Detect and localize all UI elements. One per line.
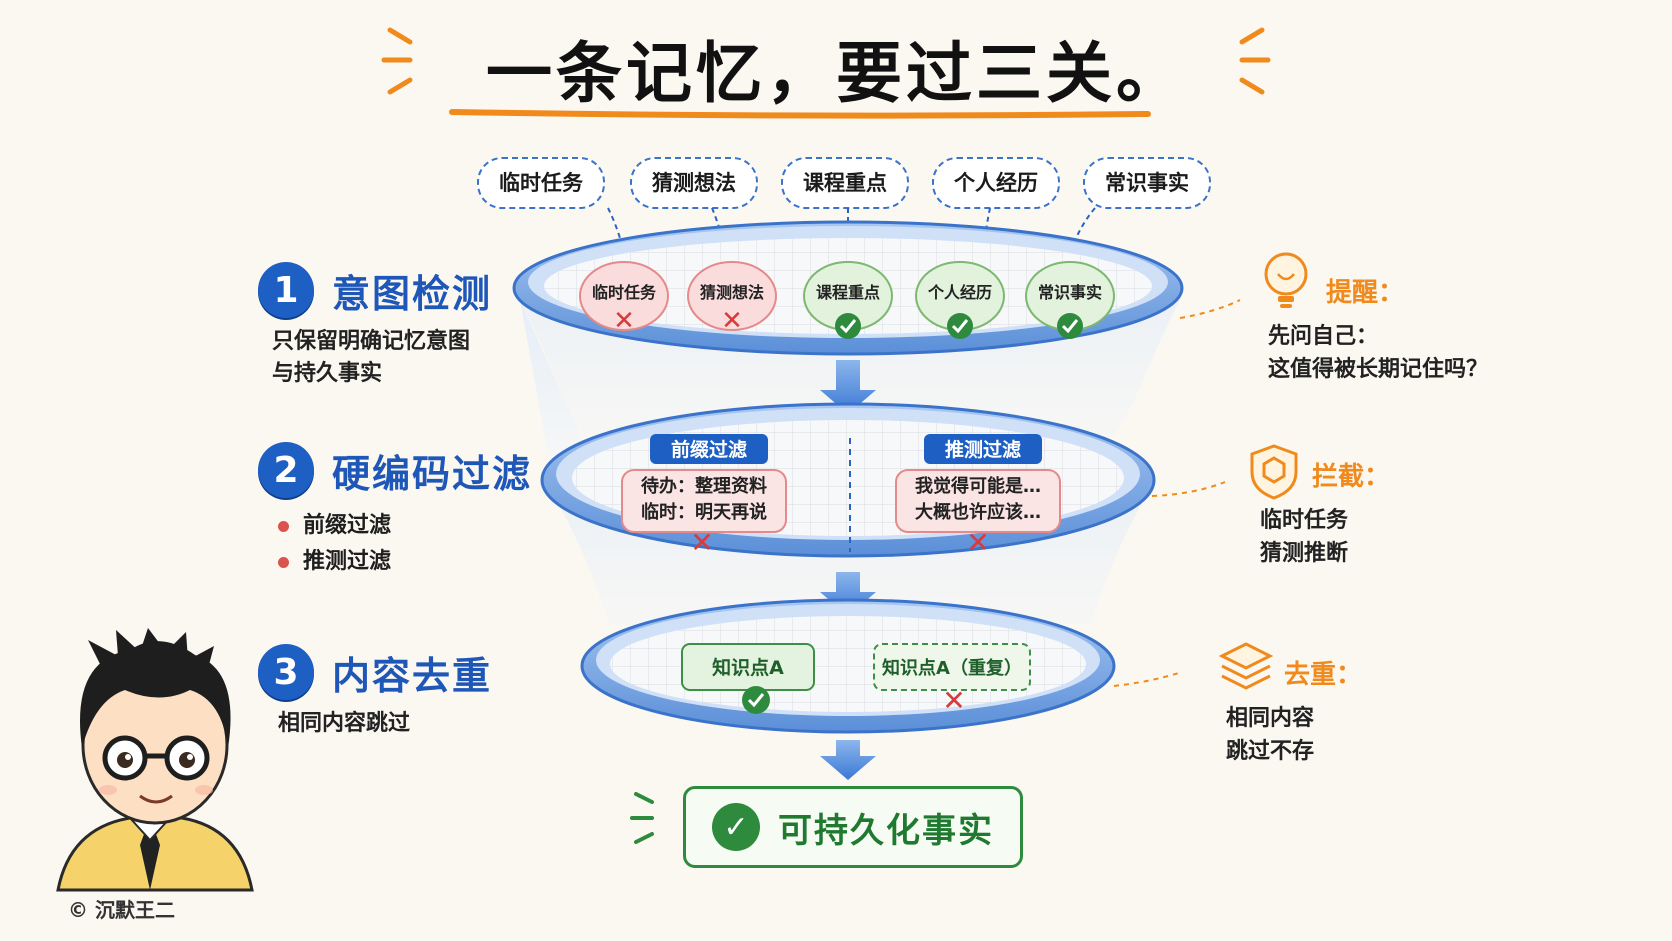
svg-text:课程重点: 课程重点	[803, 171, 887, 195]
prefix-filter-tag	[650, 434, 768, 464]
svg-text:待办：整理资料: 待办：整理资料	[641, 475, 767, 497]
avatar	[56, 628, 254, 892]
input-tags: 临时任务 猜测想法 课程重点 个人经历 常识事实	[477, 157, 1211, 269]
flow-arrow-down	[820, 572, 876, 616]
flow-arrow-down	[820, 360, 876, 414]
tip-title: 提醒：	[1326, 278, 1405, 308]
svg-text:我觉得可能是…: 我觉得可能是…	[915, 475, 1041, 497]
svg-text:常识事实: 常识事实	[1038, 283, 1102, 302]
step-title: 意图检测	[332, 271, 493, 316]
filter-layer-3: 知识点A 知识点A（重复） ✕	[580, 598, 1116, 734]
check-icon	[742, 686, 770, 714]
bullet-item: 推测过滤	[278, 544, 391, 580]
check-icon	[947, 313, 973, 339]
tip-reminder: 提醒：	[1318, 272, 1404, 309]
result-spark	[630, 792, 654, 844]
step-3-header: 3 内容去重	[258, 644, 492, 700]
shield-icon	[1250, 444, 1298, 500]
step-title: 内容去重	[332, 653, 493, 698]
tip-connector	[1179, 299, 1241, 319]
check-icon	[835, 313, 861, 339]
svg-text:推测过滤: 推测过滤	[945, 438, 1021, 461]
check-icon: ✓	[712, 803, 760, 851]
svg-text:个人经历: 个人经历	[927, 283, 992, 302]
prefix-sample: 待办：整理资料 临时：明天再说 ✕	[621, 469, 787, 559]
page-title: 一条记忆，要过三关。	[486, 35, 1186, 112]
guess-filter-tag	[924, 434, 1042, 464]
guess-sample: 我觉得可能是… 大概也许应该… ✕	[895, 469, 1061, 559]
dedupe-accepted: 知识点A	[681, 643, 815, 714]
input-tag: 猜测想法	[630, 157, 758, 269]
input-tag: 个人经历	[932, 157, 1060, 269]
svg-text:知识点A（重复）: 知识点A（重复）	[882, 657, 1022, 679]
step-title: 硬编码过滤	[332, 451, 533, 496]
title-group: 一条记忆，要过三关。	[381, 27, 1271, 119]
layer1-item-accepted: 课程重点	[803, 261, 893, 339]
tip-block: 拦截：	[1304, 456, 1390, 493]
reject-x-icon: ✕	[942, 684, 965, 717]
tip-title: 拦截：	[1312, 462, 1391, 492]
layer1-item-accepted: 个人经历	[915, 261, 1005, 339]
check-icon	[1057, 313, 1083, 339]
input-tag: 课程重点	[781, 157, 909, 269]
svg-text:常识事实: 常识事实	[1105, 171, 1189, 195]
step-2-bullets: 前缀过滤 推测过滤	[278, 508, 391, 580]
step-1-header: 1 意图检测	[258, 262, 492, 318]
bullet-dot	[278, 556, 289, 568]
flow-arrow-down	[820, 740, 876, 780]
title-spark-left	[381, 27, 413, 95]
tip-block-body: 临时任务 猜测推断	[1260, 508, 1349, 566]
bullet-item: 前缀过滤	[278, 508, 391, 544]
dedupe-rejected: 知识点A（重复） ✕	[873, 643, 1031, 717]
tip-dedupe: 去重：	[1276, 654, 1362, 691]
svg-text:前缀过滤: 前缀过滤	[671, 438, 747, 461]
filter-layer-2: 前缀过滤 推测过滤 待办：整理资料 临时：明天再说 ✕ 我觉得可能是… 大概也许…	[540, 402, 1156, 559]
reject-x-icon: ✕	[613, 306, 635, 336]
tip-title: 去重：	[1284, 660, 1363, 690]
reject-x-icon: ✕	[721, 306, 743, 336]
layers-icon	[1218, 642, 1274, 690]
step-2-header: 2 硬编码过滤	[258, 442, 532, 498]
step-number: 1	[258, 262, 314, 318]
lightbulb-icon	[1264, 252, 1308, 308]
svg-text:临时任务: 临时任务	[499, 171, 584, 195]
input-tag: 临时任务	[477, 157, 632, 269]
title-spark-right	[1239, 27, 1271, 95]
step-number: 3	[258, 644, 314, 700]
svg-text:课程重点: 课程重点	[816, 283, 880, 302]
tip-connector	[1113, 671, 1183, 687]
svg-text:大概也许应该…: 大概也许应该…	[915, 501, 1041, 523]
result-label: 可持久化事实	[778, 810, 994, 851]
tip-dedupe-body: 相同内容 跳过不存	[1226, 706, 1315, 764]
svg-text:个人经历: 个人经历	[954, 171, 1038, 195]
layer1-item-accepted: 常识事实	[1025, 261, 1115, 339]
step-number: 2	[258, 442, 314, 498]
svg-text:猜测想法: 猜测想法	[699, 283, 764, 302]
title-underline	[449, 109, 1151, 119]
tip-connector	[1151, 481, 1226, 497]
svg-text:临时任务: 临时任务	[592, 283, 657, 302]
layer1-item-rejected: 临时任务 ✕	[579, 261, 669, 336]
tip-reminder-body: 先问自己： 这值得被长期记住吗？	[1268, 324, 1489, 382]
svg-text:临时：明天再说: 临时：明天再说	[641, 501, 767, 523]
reject-x-icon: ✕	[966, 526, 989, 559]
svg-text:猜测想法: 猜测想法	[651, 171, 736, 195]
svg-text:知识点A: 知识点A	[712, 656, 784, 679]
layer1-item-rejected: 猜测想法 ✕	[687, 261, 777, 336]
reject-x-icon: ✕	[690, 526, 713, 559]
bullet-dot	[278, 520, 289, 532]
result-box: ✓ 可持久化事实	[683, 786, 1023, 868]
input-tag: 常识事实	[1062, 157, 1211, 269]
credit-text: © 沉默王二	[68, 898, 175, 922]
step-3-description: 相同内容跳过	[278, 711, 411, 736]
step-1-description: 只保留明确记忆意图 与持久事实	[272, 329, 471, 386]
filter-layer-1: 临时任务 ✕ 猜测想法 ✕ 课程重点 个人经历 常识事实	[512, 220, 1184, 356]
